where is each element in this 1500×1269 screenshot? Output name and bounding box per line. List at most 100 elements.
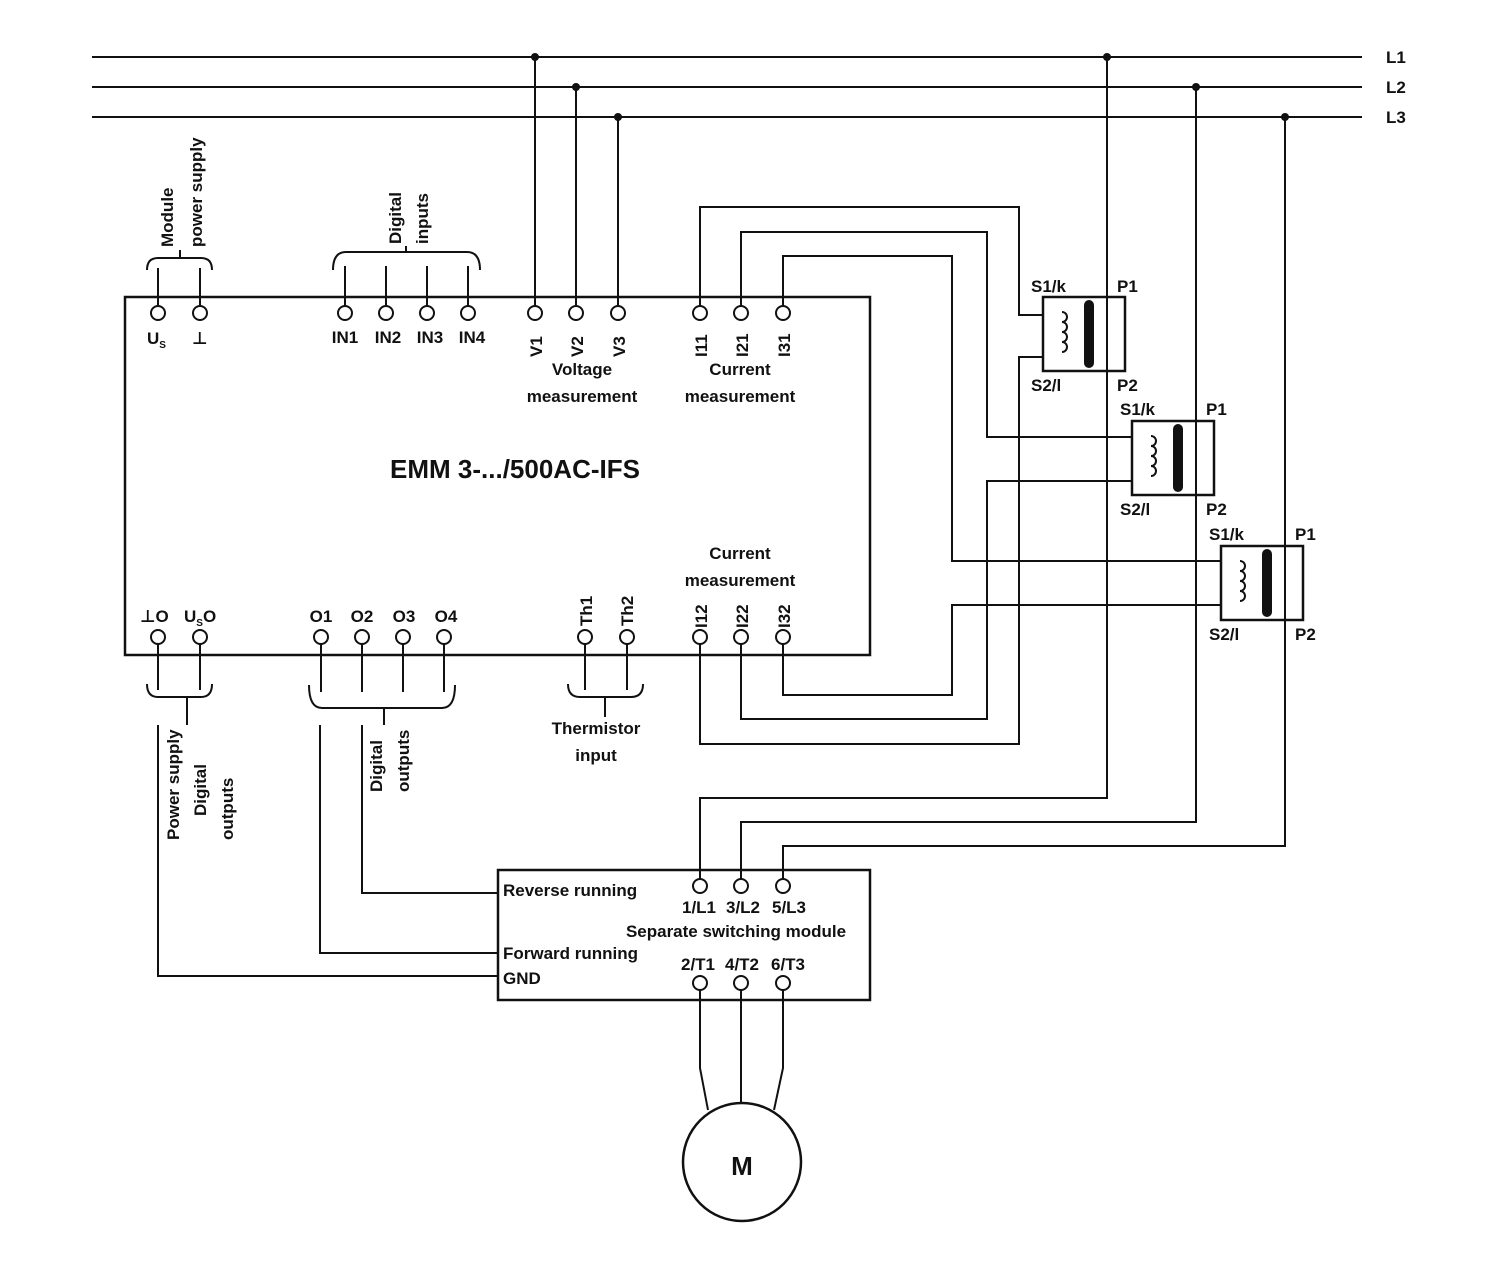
transformer-1-s2-label: S2/l <box>1031 376 1061 395</box>
transformer-core <box>1084 300 1094 368</box>
terminal-ground-out-label: ⊥O <box>140 607 169 626</box>
supply-lines: L1 L2 L3 <box>92 48 1406 127</box>
transformer-3-p2-label: P2 <box>1295 625 1316 644</box>
terminal-o3-label: O3 <box>393 607 416 626</box>
terminal-4-t2 <box>733 975 749 991</box>
transformer-2-s2-label: S2/l <box>1120 500 1150 519</box>
terminal-v1-label: V1 <box>527 336 546 357</box>
uso-u: U <box>184 607 196 626</box>
current-transformer-2: S1/k S2/l P1 P2 <box>1120 400 1227 519</box>
wire-i11-ct1 <box>699 206 1043 316</box>
wire-ct2-i22 <box>740 480 1132 720</box>
us-symbol: U <box>147 329 159 348</box>
terminal-v1 <box>527 305 543 321</box>
transformer-box <box>1130 419 1216 497</box>
wire-i31-ct3 <box>782 255 1221 562</box>
current-bottom-label-line1: Current <box>709 544 771 563</box>
digital-outputs-label-line1: Digital <box>367 740 386 792</box>
digital-outputs-label-line2: outputs <box>394 730 413 792</box>
terminal-i31-label: I31 <box>775 333 794 357</box>
transformer-box <box>1219 544 1305 622</box>
module-title: EMM 3-.../500AC-IFS <box>390 454 640 484</box>
terminal-1-l1-label: 1/L1 <box>682 898 716 917</box>
transformer-1-s1-label: S1/k <box>1031 277 1067 296</box>
wiring <box>157 57 1286 1111</box>
terminal-i12-label: I12 <box>692 604 711 628</box>
supply-group-label-line1: Module <box>158 188 177 248</box>
transformer-3-s1-label: S1/k <box>1209 525 1245 544</box>
current-transformer-1: S1/k S2/l P1 P2 <box>1031 277 1138 395</box>
terminal-i21 <box>733 305 749 321</box>
current-bottom-group: Current measurement I12 I22 I32 <box>685 544 796 645</box>
motor-circle <box>681 1101 803 1223</box>
voltage-measurement-group: V1 V2 V3 Voltage measurement <box>527 57 638 406</box>
terminal-o1-label: O1 <box>310 607 333 626</box>
thermistor-label-line2: input <box>575 746 617 765</box>
terminal-us <box>150 305 166 321</box>
us-subscript: S <box>159 340 166 351</box>
reverse-running-label: Reverse running <box>503 881 637 900</box>
terminal-5-l3-label: 5/L3 <box>772 898 806 917</box>
wire-ct1-i12 <box>699 356 1043 745</box>
wire-t3-motor <box>773 990 784 1111</box>
motor: M <box>681 1101 803 1223</box>
wire-gnd <box>157 725 498 977</box>
terminal-i32-label: I32 <box>775 604 794 628</box>
thermistor-brace <box>567 683 644 717</box>
terminal-us-label: US <box>147 329 166 351</box>
terminal-2-t1 <box>692 975 708 991</box>
terminal-th2 <box>619 629 635 645</box>
wire-l1-primary <box>699 57 1108 879</box>
terminal-in3 <box>419 305 435 321</box>
terminal-o3 <box>395 629 411 645</box>
line-l2-label: L2 <box>1386 78 1406 97</box>
terminal-th1 <box>577 629 593 645</box>
terminal-th1-label: Th1 <box>577 596 596 626</box>
terminal-o2 <box>354 629 370 645</box>
terminal-3-l2 <box>733 878 749 894</box>
line-l3-label: L3 <box>1386 108 1406 127</box>
terminal-in1-label: IN1 <box>332 328 358 347</box>
terminal-i31 <box>775 305 791 321</box>
line-l1-label: L1 <box>1386 48 1406 67</box>
terminal-6-t3 <box>775 975 791 991</box>
terminal-in2-label: IN2 <box>375 328 401 347</box>
supply-group-label-line2: power supply <box>187 137 206 247</box>
current-transformer-3: S1/k S2/l P1 P2 <box>1209 525 1316 644</box>
thermistor-label-line1: Thermistor <box>552 719 641 738</box>
terminal-ground-label: ⊥ <box>192 329 208 348</box>
digital-inputs-group: Digital inputs IN1 IN2 IN3 IN4 <box>332 192 486 347</box>
voltage-label-line1: Voltage <box>552 360 612 379</box>
power-group-label-line2: Digital <box>191 764 210 816</box>
switching-module: Reverse running Forward running GND Sepa… <box>496 868 872 1002</box>
transformer-coil <box>1150 435 1157 477</box>
terminal-in2 <box>378 305 394 321</box>
terminal-v3-label: V3 <box>610 336 629 357</box>
terminal-5-l3 <box>775 878 791 894</box>
transformer-core <box>1262 549 1272 617</box>
terminal-th2-label: Th2 <box>618 596 637 626</box>
transformer-coil <box>1061 311 1068 353</box>
digital-inputs-label-line1: Digital <box>386 192 405 244</box>
terminal-o2-label: O2 <box>351 607 374 626</box>
terminal-o1 <box>313 629 329 645</box>
terminal-v2 <box>568 305 584 321</box>
terminal-o4 <box>436 629 452 645</box>
transformer-coil <box>1239 560 1246 602</box>
terminal-1-l1 <box>692 878 708 894</box>
transformer-box <box>1041 295 1127 373</box>
transformer-2-p1-label: P1 <box>1206 400 1227 419</box>
current-top-group: I11 I21 I31 Current measurement <box>685 305 796 406</box>
terminal-uso <box>192 629 208 645</box>
current-top-label-line2: measurement <box>685 387 796 406</box>
wire-t1-motor <box>699 990 709 1111</box>
forward-running-label: Forward running <box>503 944 638 963</box>
motor-label: M <box>731 1151 753 1181</box>
current-top-label-line1: Current <box>709 360 771 379</box>
terminal-in4-label: IN4 <box>459 328 486 347</box>
thermistor-group: Th1 Th2 Thermistor input <box>552 596 644 765</box>
gnd-label: GND <box>503 969 541 988</box>
power-group-label-line3: outputs <box>218 778 237 840</box>
terminal-ground-out <box>150 629 166 645</box>
